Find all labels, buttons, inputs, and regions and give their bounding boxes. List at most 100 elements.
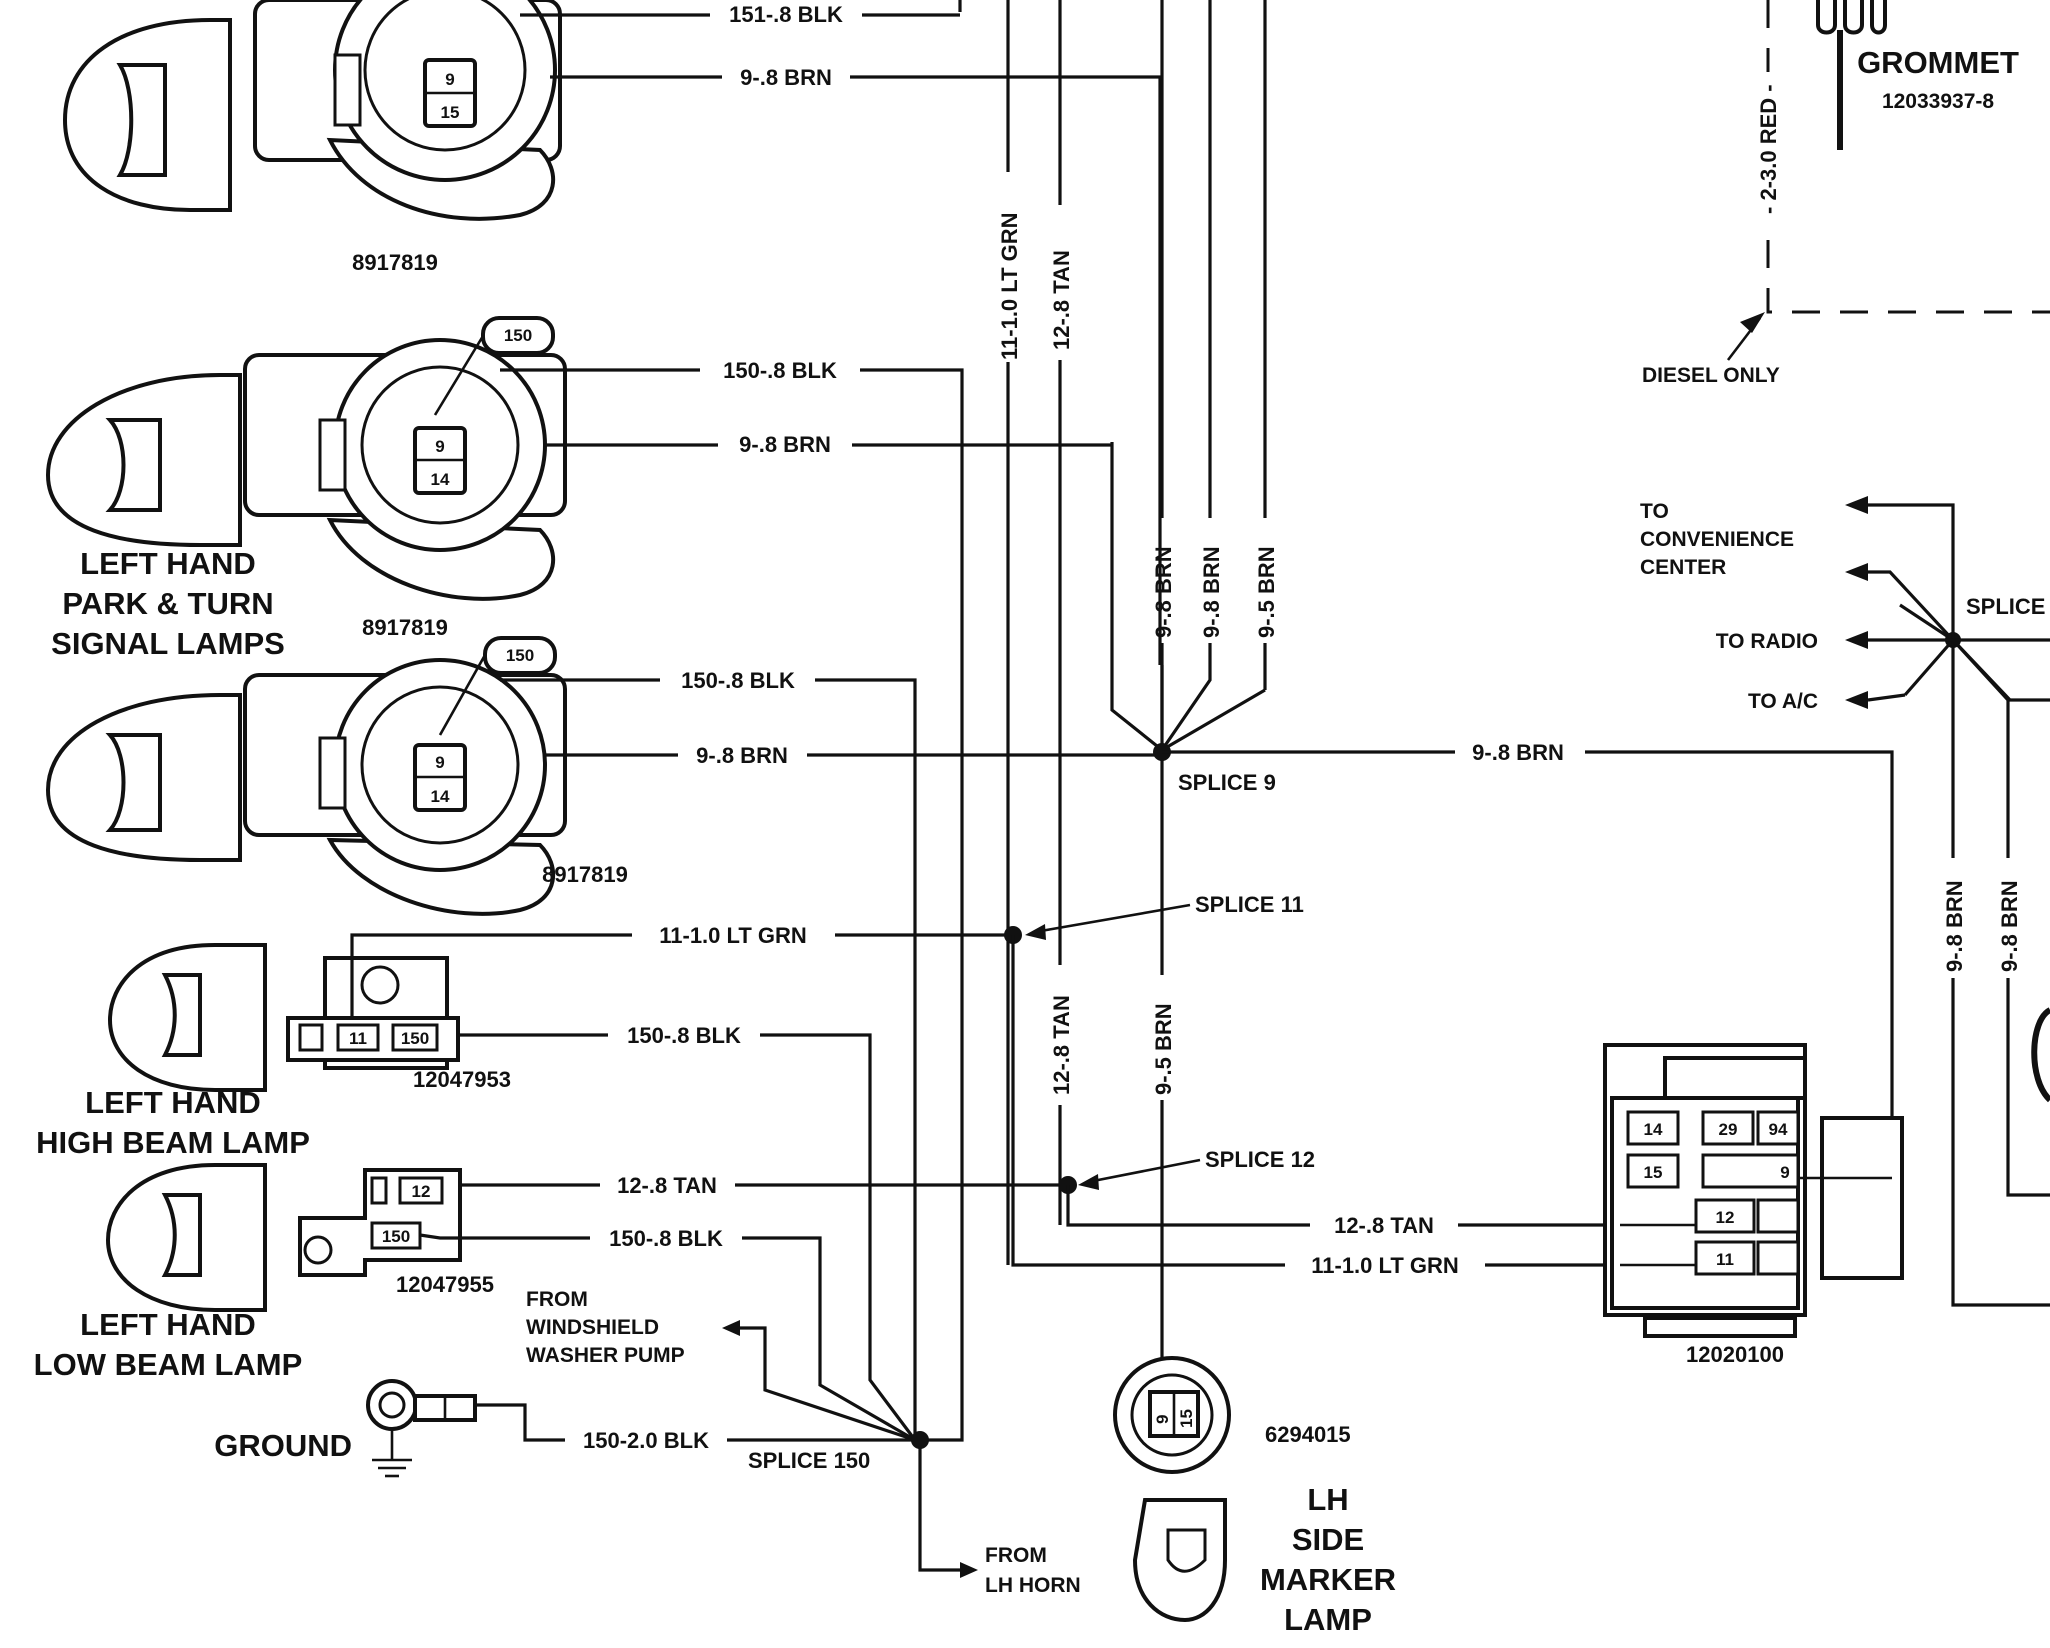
pin-label: 12 bbox=[412, 1182, 431, 1201]
wire-label-v11: 11-1.0 LT GRN bbox=[997, 212, 1022, 360]
wire-label-150-a: 150-.8 BLK bbox=[723, 358, 837, 383]
side-marker-connector: 9 15 6294015 LH SIDE MARKER LAMP bbox=[1113, 1356, 1396, 1637]
ground-terminal: GROUND bbox=[214, 1379, 477, 1478]
wire-label-v9-r2: 9-.8 BRN bbox=[1997, 880, 2022, 972]
pin-label: 15 bbox=[1177, 1409, 1196, 1428]
wire-label-9-b: 9-.8 BRN bbox=[696, 743, 788, 768]
wire-label-150-hb: 150-.8 BLK bbox=[627, 1023, 741, 1048]
low-beam-line-1: LEFT HAND bbox=[80, 1307, 256, 1342]
source-notes: FROM WINDSHIELD WASHER PUMP FROM LH HORN bbox=[526, 1288, 1081, 1597]
pin-label: 12 bbox=[1716, 1208, 1735, 1227]
low-beam-lamp: 12 150 12047955 LEFT HAND LOW BEAM LAMP bbox=[34, 1163, 494, 1382]
wire-label-150-lb: 150-.8 BLK bbox=[609, 1226, 723, 1251]
splice-9-label: SPLICE 9 bbox=[1178, 770, 1276, 795]
side-marker-line-3: MARKER bbox=[1260, 1562, 1396, 1597]
splice-labels: SPLICE 9 SPLICE 11 SPLICE 12 SPLICE 150 … bbox=[748, 594, 2045, 1473]
splice-150-label: SPLICE 150 bbox=[748, 1448, 870, 1473]
low-beam-line-2: LOW BEAM LAMP bbox=[34, 1347, 303, 1382]
wire-label-12-conn: 12-.8 TAN bbox=[1334, 1213, 1434, 1238]
splice-11-label: SPLICE 11 bbox=[1195, 892, 1304, 917]
ac-note: TO A/C bbox=[1748, 690, 1818, 713]
splice-12-label: SPLICE 12 bbox=[1205, 1147, 1315, 1172]
pin-label: 94 bbox=[1769, 1120, 1788, 1139]
pin-label: 14 bbox=[431, 470, 450, 489]
wire-label-v9b: 9-.8 BRN bbox=[1199, 546, 1224, 638]
wire-label-v9-r1: 9-.8 BRN bbox=[1942, 880, 1967, 972]
pin-label: 9 bbox=[445, 70, 454, 89]
right-wires: 9-.8 BRN 12-.8 TAN 11-1.0 LT GRN 9-.8 BR… bbox=[1011, 496, 2050, 1307]
wire-label-v9a: 9-.8 BRN bbox=[1151, 546, 1176, 638]
wire-label-150-b: 150-.8 BLK bbox=[681, 668, 795, 693]
wire-label-v9-low: 9-.5 BRN bbox=[1151, 1003, 1176, 1095]
wire-label-11-hb: 11-1.0 LT GRN bbox=[659, 923, 807, 948]
grommet-label: GROMMET bbox=[1857, 45, 2019, 80]
side-marker-line-2: SIDE bbox=[1292, 1522, 1364, 1557]
wire-label-9-right: 9-.8 BRN bbox=[1472, 740, 1564, 765]
pin-label: 15 bbox=[1644, 1163, 1663, 1182]
connector-part-number: 12047953 bbox=[413, 1067, 511, 1092]
park-turn-line-3: SIGNAL LAMPS bbox=[51, 626, 285, 661]
washer-note-1: FROM bbox=[526, 1288, 588, 1311]
left-wires: 151-.8 BLK 9-.8 BRN 150-.8 BLK 9-.8 BRN … bbox=[350, 2, 1162, 1578]
grommet-part: 12033937-8 bbox=[1882, 90, 1994, 113]
pin-label: 14 bbox=[431, 787, 450, 806]
pin-label: 15 bbox=[441, 103, 460, 122]
wire-label-12-lb: 12-.8 TAN bbox=[617, 1173, 717, 1198]
high-beam-line-2: HIGH BEAM LAMP bbox=[36, 1125, 310, 1160]
splice-9-fan bbox=[1110, 442, 1266, 752]
wire-label-v12-low: 12-.8 TAN bbox=[1049, 995, 1074, 1095]
connector-12020100: 14 29 94 15 9 12 11 12020100 bbox=[1603, 1043, 1904, 1367]
splice-150-dot bbox=[911, 1431, 929, 1449]
park-turn-label: LEFT HAND PARK & TURN SIGNAL LAMPS bbox=[51, 546, 285, 661]
high-beam-lamp: 11 150 12047953 LEFT HAND HIGH BEAM LAMP bbox=[36, 943, 511, 1160]
wire-label-151: 151-.8 BLK bbox=[729, 2, 843, 27]
connector-part-number: 6294015 bbox=[1265, 1422, 1351, 1447]
diesel-note: DIESEL ONLY bbox=[1642, 364, 1780, 387]
connector-tag: 150 bbox=[504, 326, 532, 345]
pin-label: 11 bbox=[1716, 1250, 1734, 1269]
conv-note-2: CONVENIENCE bbox=[1640, 528, 1794, 551]
pin-label: 11 bbox=[349, 1029, 367, 1048]
wire-label-9-a: 9-.8 BRN bbox=[739, 432, 831, 457]
pin-label: 150 bbox=[401, 1029, 429, 1048]
connector-part-number: 8917819 bbox=[352, 250, 438, 275]
connector-part-number: 12020100 bbox=[1686, 1342, 1784, 1367]
connector-part-number: 8917819 bbox=[542, 862, 628, 887]
wire-label-150-gnd: 150-2.0 BLK bbox=[583, 1428, 709, 1453]
connector-2: 9 14 150 8917819 bbox=[45, 316, 567, 640]
wire-label-red: - 2-3.0 RED - bbox=[1756, 84, 1781, 214]
conv-note-1: TO bbox=[1640, 500, 1669, 523]
pin-label: 9 bbox=[1780, 1163, 1789, 1182]
grommet-area: - 2-3.0 RED - DIESEL ONLY GROMMET 120339… bbox=[1642, 0, 2050, 387]
pin-label: 150 bbox=[382, 1227, 410, 1246]
connector-part-number: 8917819 bbox=[362, 615, 448, 640]
wire-label-11-conn: 11-1.0 LT GRN bbox=[1311, 1253, 1459, 1278]
high-beam-line-1: LEFT HAND bbox=[85, 1085, 261, 1120]
park-turn-line-2: PARK & TURN bbox=[62, 586, 273, 621]
horn-note-1: FROM bbox=[985, 1544, 1047, 1567]
wire-label-9-top: 9-.8 BRN bbox=[740, 65, 832, 90]
pin-label: 9 bbox=[435, 437, 444, 456]
radio-note: TO RADIO bbox=[1716, 630, 1818, 653]
horn-note-2: LH HORN bbox=[985, 1574, 1081, 1597]
pin-label: 9 bbox=[435, 753, 444, 772]
park-turn-line-1: LEFT HAND bbox=[80, 546, 256, 581]
pin-label: 29 bbox=[1719, 1120, 1738, 1139]
ground-label: GROUND bbox=[214, 1428, 352, 1463]
connector-part-number: 12047955 bbox=[396, 1272, 494, 1297]
connector-1: 9 15 8917819 bbox=[62, 0, 562, 275]
connector-3: 9 14 150 8917819 bbox=[45, 636, 628, 916]
side-marker-line-4: LAMP bbox=[1284, 1602, 1372, 1637]
vertical-wire-labels: 11-1.0 LT GRN 12-.8 TAN 9-.8 BRN 9-.8 BR… bbox=[993, 172, 1280, 1105]
conv-note-3: CENTER bbox=[1640, 556, 1726, 579]
washer-note-3: WASHER PUMP bbox=[526, 1344, 685, 1367]
pin-label: 9 bbox=[1153, 1415, 1172, 1424]
wire-label-v9c: 9-.5 BRN bbox=[1254, 546, 1279, 638]
destination-notes: TO CONVENIENCE CENTER TO RADIO TO A/C bbox=[1640, 500, 1818, 713]
washer-note-2: WINDSHIELD bbox=[526, 1316, 659, 1339]
connector-tag: 150 bbox=[506, 646, 534, 665]
wire-label-v12: 12-.8 TAN bbox=[1049, 250, 1074, 350]
side-marker-line-1: LH bbox=[1307, 1482, 1348, 1517]
splice-right-label: SPLICE bbox=[1966, 594, 2045, 619]
